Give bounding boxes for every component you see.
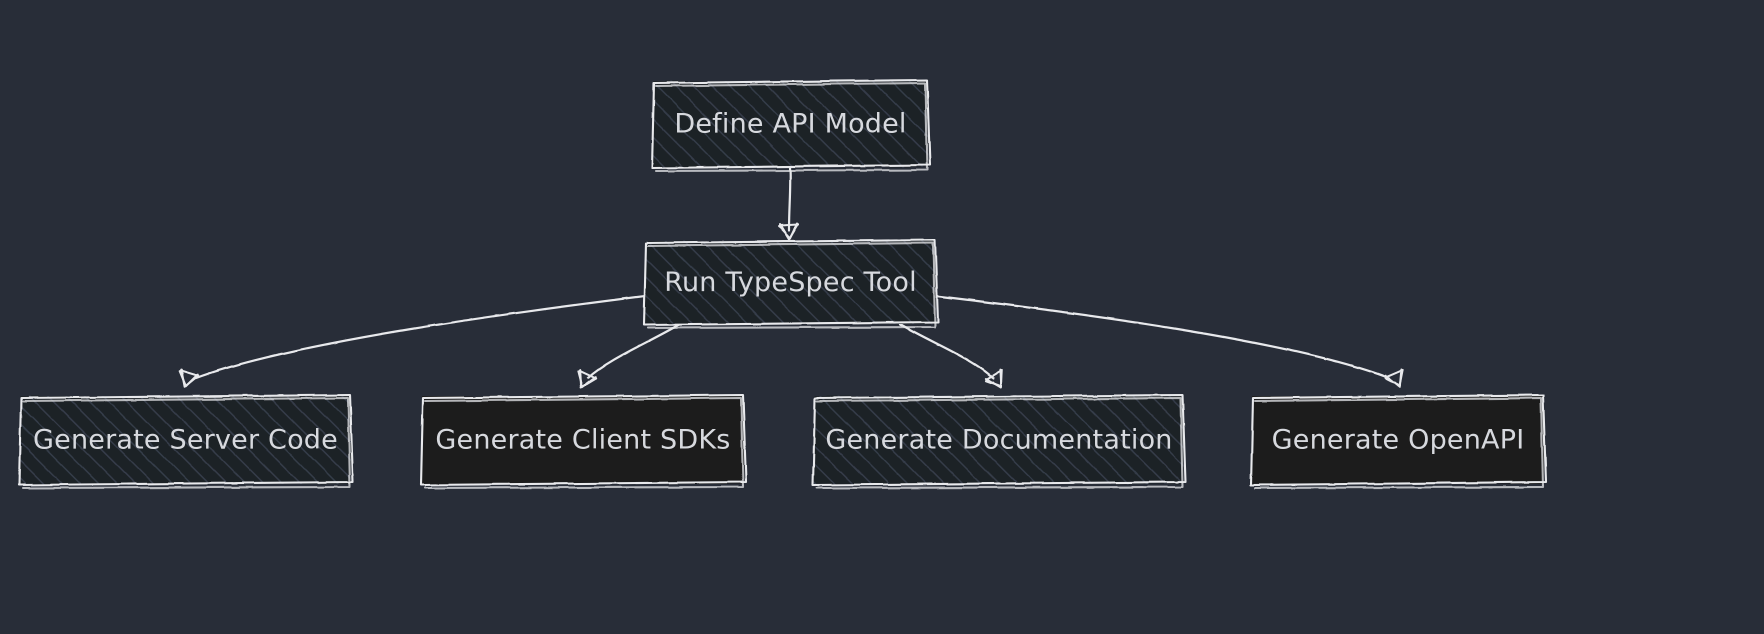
edge-edge-run-to-docs <box>898 322 1003 389</box>
node-label: Define API Model <box>674 109 906 140</box>
edge-edge-run-to-openapi <box>934 294 1404 388</box>
edge-line <box>787 165 792 232</box>
node-hatch-pattern <box>653 81 928 167</box>
edge-edge-define-to-run <box>778 165 799 240</box>
node-border-inner <box>21 396 352 490</box>
node-shape <box>650 78 932 173</box>
edge-edge-run-to-client <box>577 322 682 389</box>
arrowhead-icon <box>577 369 598 389</box>
node-generate-server-code[interactable]: Generate Server Code <box>17 393 355 490</box>
arrowhead-icon <box>178 368 200 388</box>
node-border-outer <box>642 238 940 327</box>
node-generate-client-sdks[interactable]: Generate Client SDKs <box>419 393 748 490</box>
node-label: Generate Server Code <box>33 425 338 456</box>
node-border-outer <box>1249 393 1548 487</box>
node-hatch-pattern <box>645 241 936 324</box>
node-label: Generate OpenAPI <box>1272 425 1525 456</box>
edge-edge-run-to-server <box>178 294 647 388</box>
node-border-inner <box>1253 396 1545 490</box>
node-hatch-pattern <box>814 396 1184 484</box>
arrowhead-icon <box>778 222 799 240</box>
node-border-outer <box>419 393 748 487</box>
node-border-inner <box>423 396 745 490</box>
node-border-outer <box>17 393 355 487</box>
node-background <box>1252 396 1544 484</box>
edge-line <box>934 294 1391 380</box>
node-run-typespec-tool[interactable]: Run TypeSpec Tool <box>642 238 940 330</box>
node-background <box>422 396 744 484</box>
node-hatch-pattern <box>20 396 351 484</box>
node-border-inner <box>646 241 937 330</box>
node-border-inner <box>815 396 1185 490</box>
node-shape <box>419 393 748 490</box>
node-border-outer <box>811 393 1188 487</box>
node-label: Run TypeSpec Tool <box>664 267 917 298</box>
edge-line <box>898 322 995 380</box>
node-shape <box>17 393 355 490</box>
node-label: Generate Documentation <box>825 425 1172 456</box>
node-shape <box>1249 393 1548 490</box>
node-shape <box>642 238 940 330</box>
node-label: Generate Client SDKs <box>435 425 730 456</box>
node-shape <box>811 393 1188 490</box>
node-generate-openapi[interactable]: Generate OpenAPI <box>1249 393 1548 490</box>
node-border-outer <box>650 78 932 170</box>
node-generate-documentation[interactable]: Generate Documentation <box>811 393 1188 490</box>
edge-line <box>194 294 647 380</box>
edge-line <box>586 322 682 380</box>
arrowhead-icon <box>1384 367 1404 388</box>
node-define-api-model[interactable]: Define API Model <box>650 78 932 173</box>
arrowhead-icon <box>984 368 1003 389</box>
edges-layer <box>178 165 1404 389</box>
node-border-inner <box>654 81 929 173</box>
